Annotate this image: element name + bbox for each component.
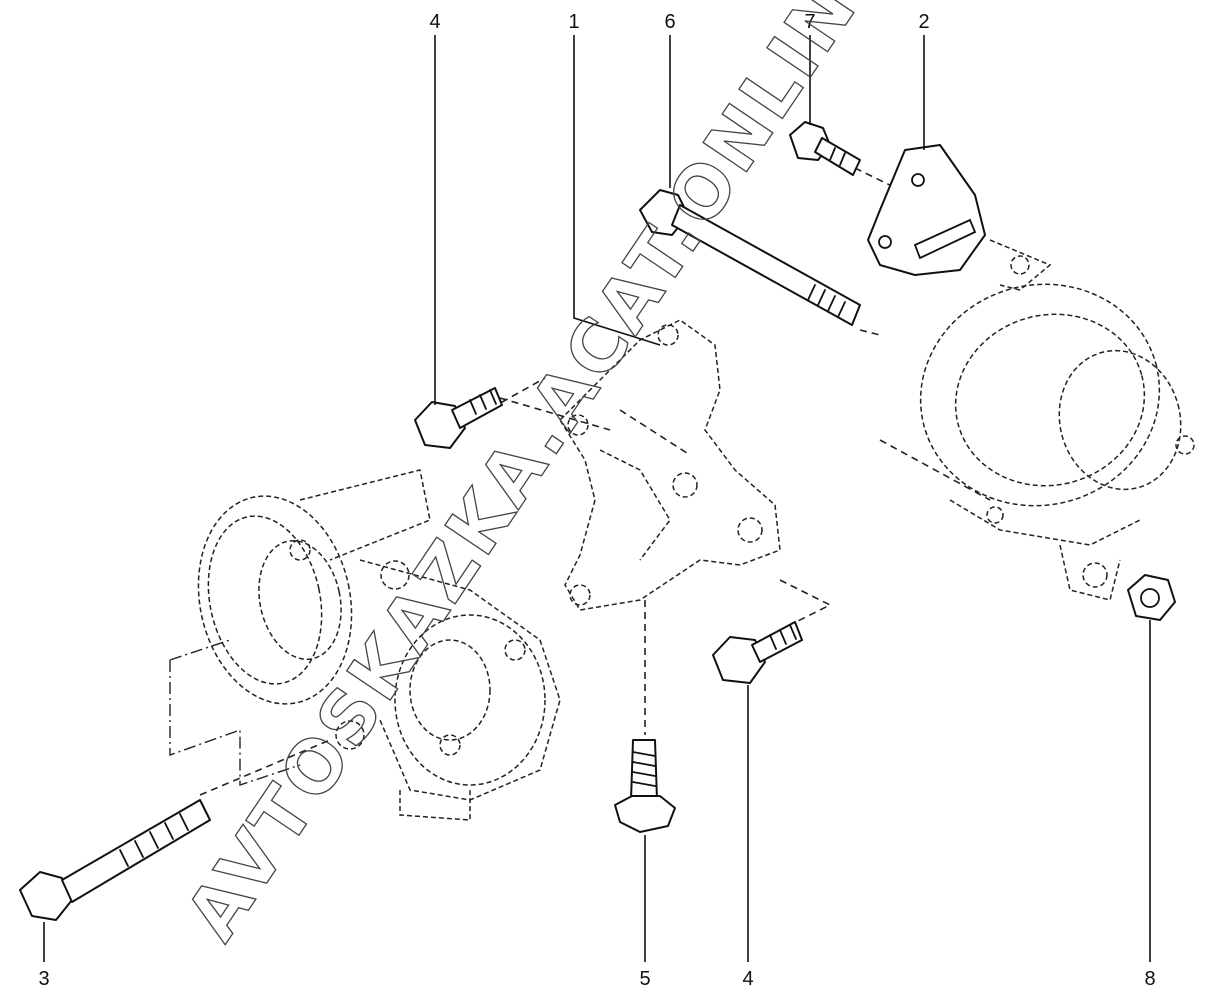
callout-6: 6 (664, 11, 675, 33)
part-2-bracket (867, 144, 986, 276)
callout-3: 3 (38, 968, 49, 990)
compressor-outline (169, 469, 561, 821)
callout-4-bottom: 4 (742, 968, 753, 990)
mounting-bracket (559, 319, 781, 611)
part-5-bolt (614, 739, 676, 833)
callout-8: 8 (1144, 968, 1155, 990)
part-7-short-bolt (789, 121, 861, 176)
part-4-bolt-bottom (712, 621, 803, 684)
part-6-long-bolt (639, 189, 861, 326)
part-8-nut (1127, 574, 1176, 621)
callout-1: 1 (568, 11, 579, 33)
callout-4-top: 4 (429, 11, 440, 33)
callout-5: 5 (639, 968, 650, 990)
callout-7: 7 (804, 11, 815, 33)
part-4-bolt-top (414, 387, 503, 449)
part-3-long-bolt (19, 799, 211, 921)
leader-lines (43, 35, 1151, 962)
callout-2: 2 (918, 11, 929, 33)
alternator-outline (919, 239, 1195, 601)
